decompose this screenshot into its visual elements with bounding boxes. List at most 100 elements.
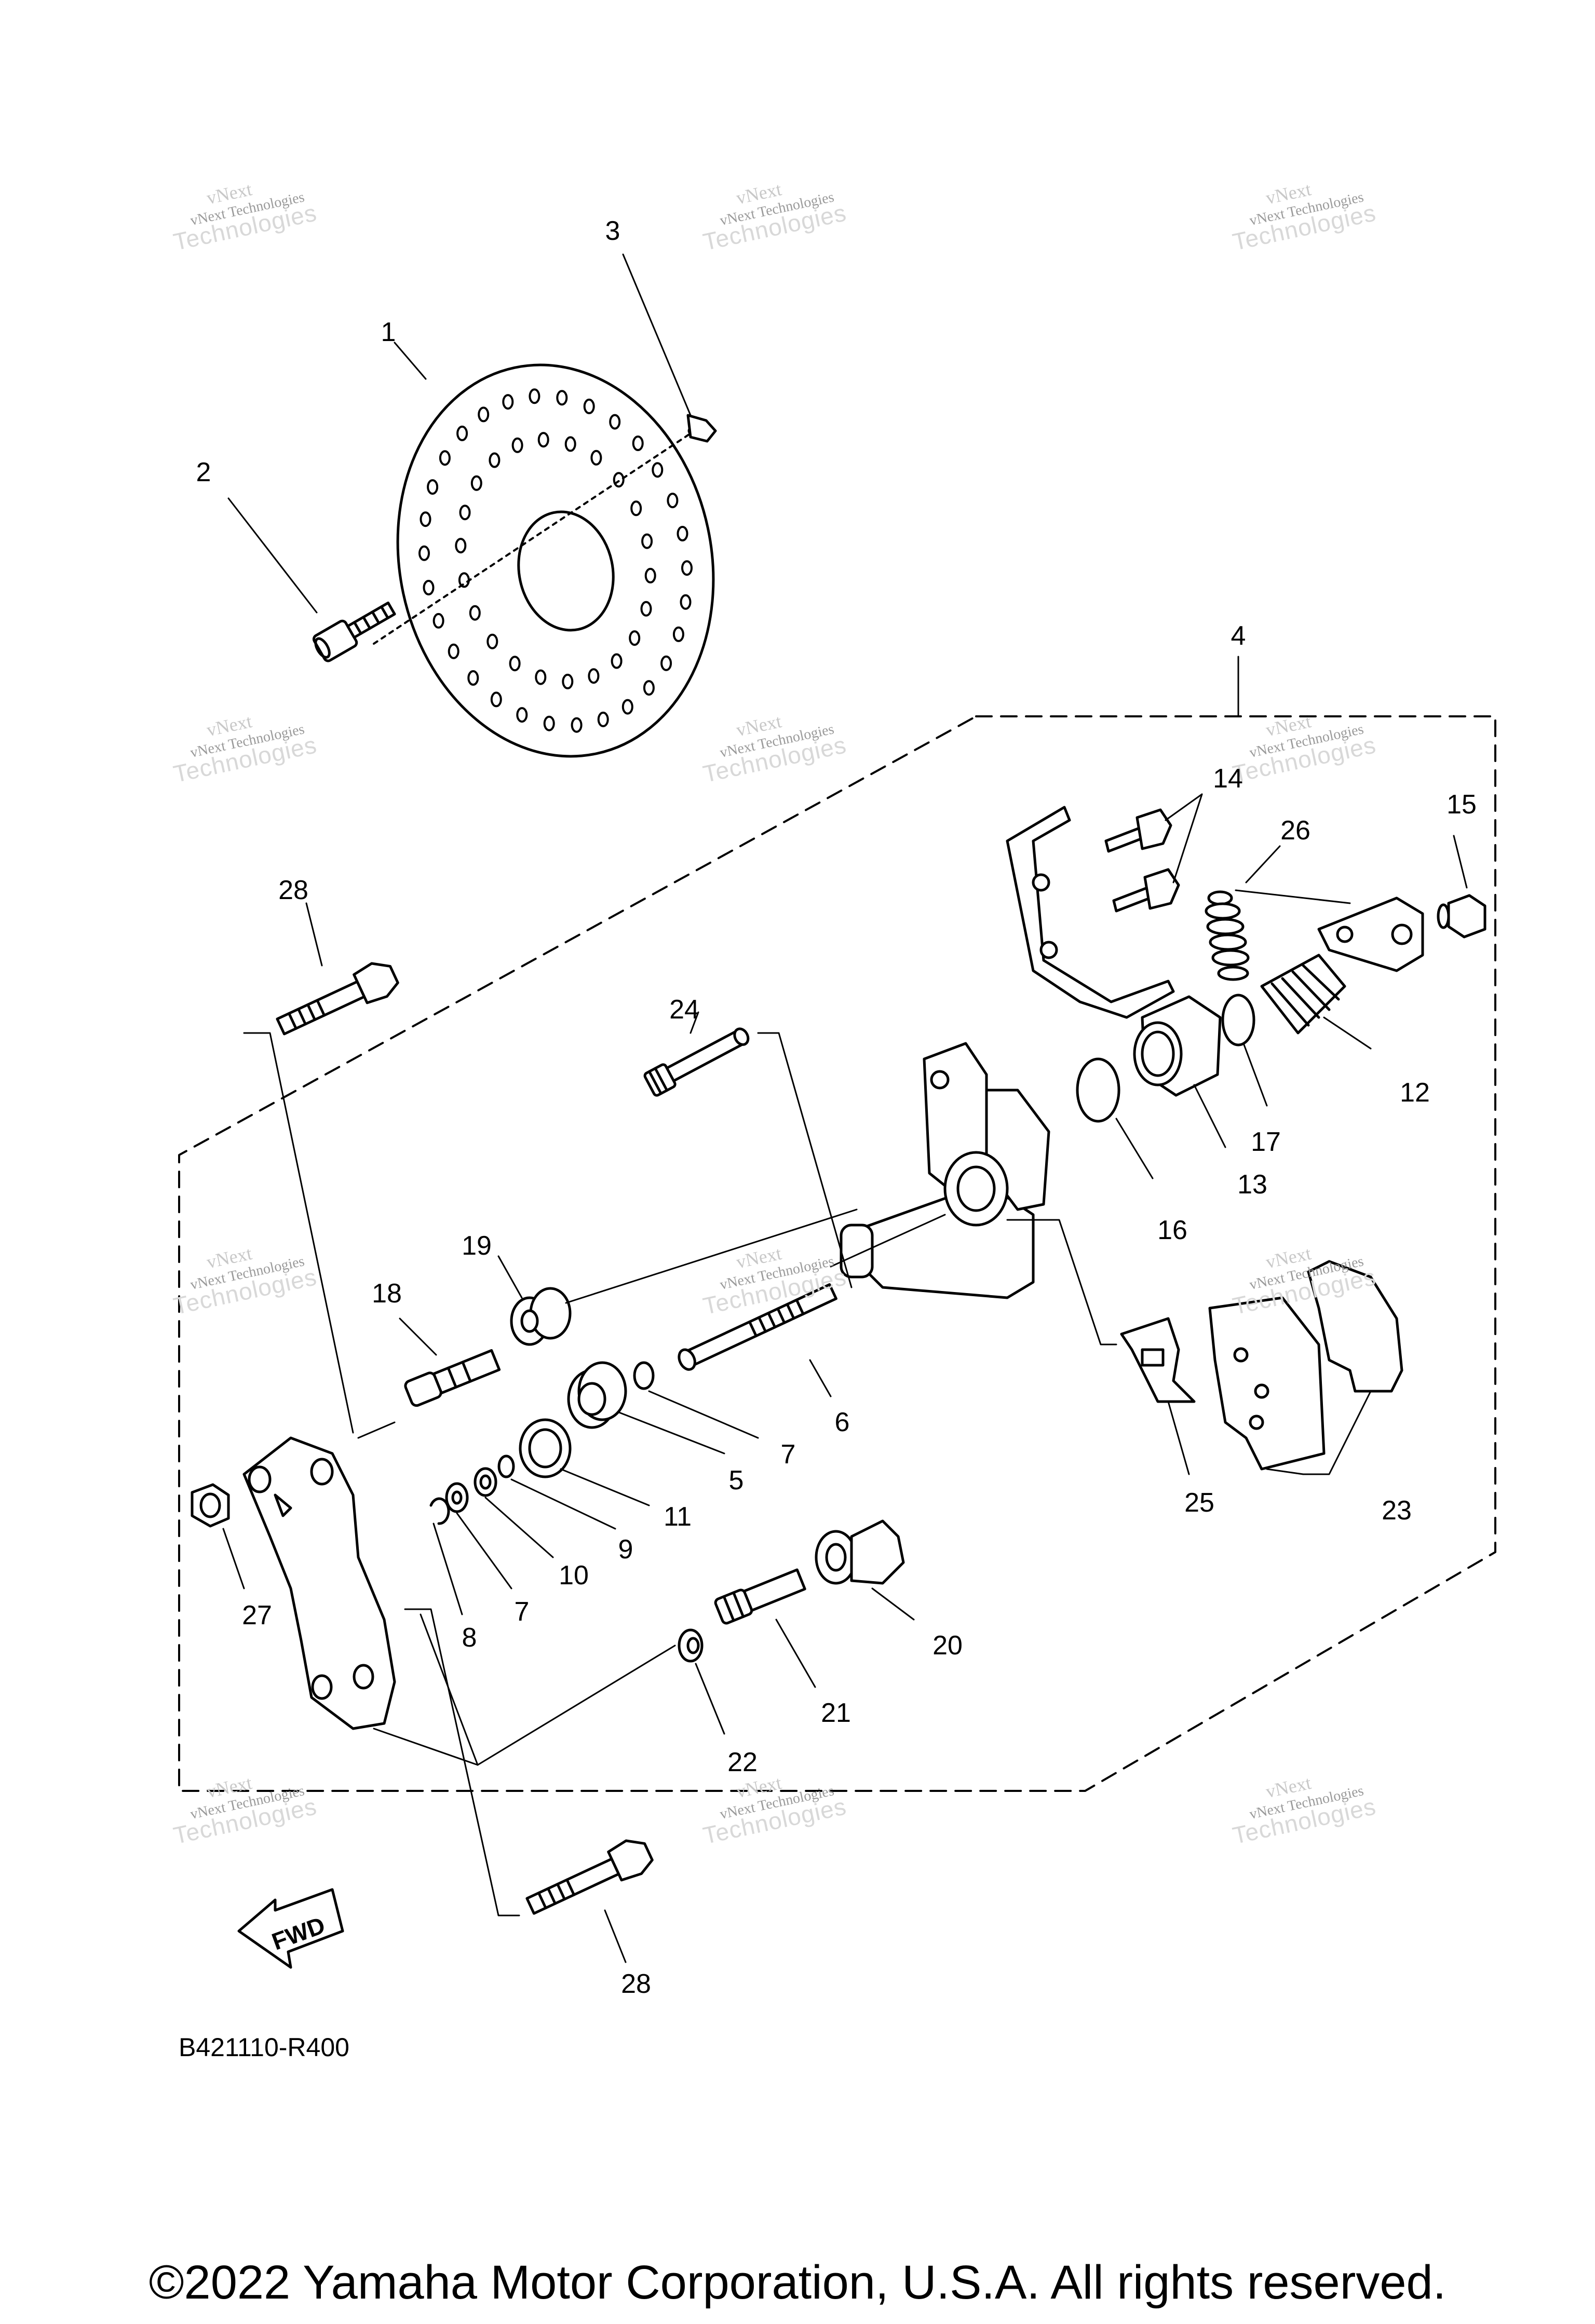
brake-pad (1307, 1260, 1403, 1393)
disc-hole (489, 452, 501, 468)
callout-6: 6 (834, 1407, 850, 1437)
disc-bolt (312, 601, 396, 662)
disc-hole (641, 533, 653, 549)
callout-21: 21 (821, 1698, 851, 1728)
disc-hole (613, 472, 625, 488)
disc-axis-line (373, 432, 692, 645)
pin-boot (815, 1519, 905, 1585)
callout-2: 2 (196, 457, 211, 487)
disc-hole (418, 545, 430, 561)
callout-1-leader (394, 342, 427, 380)
disc-hole (660, 655, 672, 671)
disc-hole (509, 656, 521, 672)
disc-hole (609, 414, 621, 430)
disc-hole (564, 436, 576, 452)
callout-9: 9 (618, 1534, 633, 1565)
brake-disc (396, 363, 715, 758)
disc-hole (502, 394, 514, 410)
oil-seal (519, 1418, 572, 1478)
callout-14: 14 (1213, 764, 1243, 794)
disc-hole (640, 601, 652, 617)
brake-pad (1208, 1296, 1326, 1471)
disc-hole (432, 613, 444, 629)
callout-16: 16 (1157, 1215, 1187, 1245)
callout-8: 8 (462, 1623, 477, 1653)
disc-hole (583, 398, 595, 414)
caliper-assembly-boundary (178, 715, 1496, 1792)
o-ring (1221, 994, 1255, 1047)
o-ring (497, 1455, 515, 1478)
bracket-nut (191, 1483, 230, 1528)
callout-27: 27 (242, 1600, 272, 1630)
disc-hole (490, 691, 502, 708)
return-spring (1205, 890, 1250, 981)
caliper-body (840, 1042, 1050, 1299)
disc-hole (529, 388, 540, 404)
disc-hole (672, 626, 684, 642)
callout-25: 25 (1184, 1488, 1214, 1518)
brake-shaft (678, 1283, 837, 1371)
disc-hole (478, 406, 490, 423)
disc-hole (423, 580, 435, 595)
callout-1: 1 (381, 317, 396, 347)
washer (678, 1628, 704, 1663)
callout-28: 28 (278, 875, 308, 905)
callout-3-leader (622, 253, 692, 416)
disc-hole (448, 643, 459, 659)
slide-pin (643, 1027, 750, 1097)
callout-7: 7 (514, 1597, 530, 1627)
disc-hole (571, 717, 583, 733)
disc-hole (652, 462, 664, 478)
disc-hole (470, 475, 482, 491)
disc-hole (486, 633, 498, 649)
disc-hole (467, 670, 479, 686)
adjuster-spring-cap (1260, 954, 1346, 1035)
disc-hole (643, 680, 655, 696)
washer (445, 1482, 469, 1513)
disc-hole (667, 493, 679, 509)
disc-hole (629, 630, 641, 646)
disc-hole (590, 450, 602, 466)
disc-hole (588, 668, 600, 684)
disc-hole (537, 432, 549, 448)
disc-hole (439, 450, 451, 466)
disc-hole (611, 653, 623, 669)
disc-hole (621, 699, 633, 715)
copyright-notice: ©2022 Yamaha Motor Corporation, U.S.A. A… (148, 2256, 1447, 2309)
mounting-bolt (276, 962, 399, 1036)
callout-18: 18 (372, 1279, 402, 1309)
caliper-mounting-bracket (242, 1436, 396, 1730)
callout-10: 10 (559, 1560, 589, 1591)
disc-hole (543, 715, 555, 731)
disc-hole (677, 526, 688, 541)
disc-hole (455, 538, 467, 554)
callout-3: 3 (605, 216, 620, 246)
guide-pin (404, 1349, 501, 1407)
disc-hole (681, 560, 693, 576)
callout-26: 26 (1280, 816, 1310, 846)
bracket-bolt (1112, 868, 1180, 913)
disc-hole (556, 390, 568, 406)
callout-17: 17 (1251, 1127, 1281, 1157)
adjusting-nut (1133, 995, 1222, 1097)
disc-hole (516, 707, 528, 723)
washer (474, 1467, 497, 1497)
disc-hole (420, 511, 431, 527)
disc-hole (630, 500, 642, 517)
callout-24: 24 (669, 995, 699, 1025)
callout-22: 22 (727, 1747, 758, 1777)
pin-boot (510, 1287, 572, 1346)
disc-hole (427, 479, 439, 495)
disc-hole (456, 425, 468, 441)
callout-2-leader (227, 497, 318, 614)
callout-19: 19 (462, 1231, 492, 1261)
disc-hole (597, 711, 609, 727)
disc-holes (418, 388, 693, 733)
callout-7: 7 (780, 1439, 796, 1470)
slide-pin (714, 1568, 806, 1625)
disc-hole (680, 594, 692, 610)
o-ring (1076, 1057, 1120, 1123)
disc-hole (459, 505, 471, 521)
callout-20: 20 (932, 1630, 963, 1661)
callout-4: 4 (1231, 621, 1246, 651)
